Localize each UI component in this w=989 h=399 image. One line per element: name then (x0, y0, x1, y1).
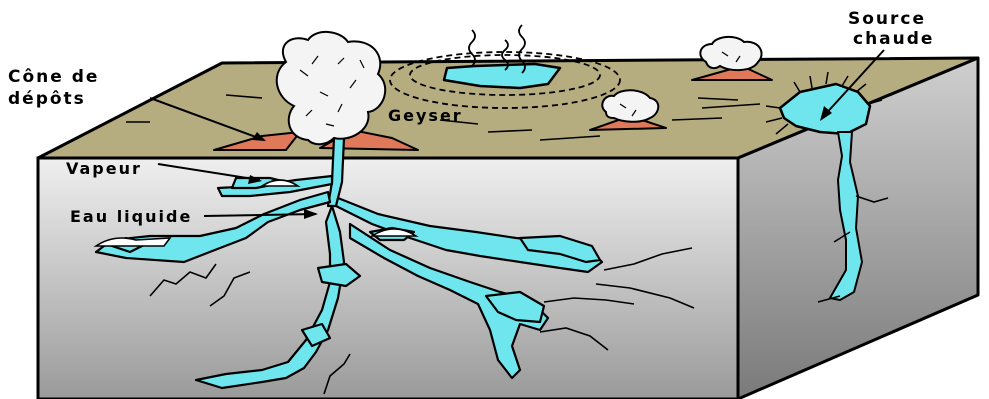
label-vapeur: Vapeur (66, 159, 142, 178)
label-eau-liquide: Eau liquide (70, 207, 192, 226)
small-plume-1 (700, 37, 761, 70)
label-source-line1: Source (848, 9, 926, 29)
label-geyser: Geyser (388, 106, 463, 125)
label-cone-line2: dépôts (8, 89, 86, 109)
label-cone-line1: Cône de (8, 67, 99, 87)
block-front-face (38, 158, 738, 399)
label-source-line2: chaude (853, 29, 934, 49)
